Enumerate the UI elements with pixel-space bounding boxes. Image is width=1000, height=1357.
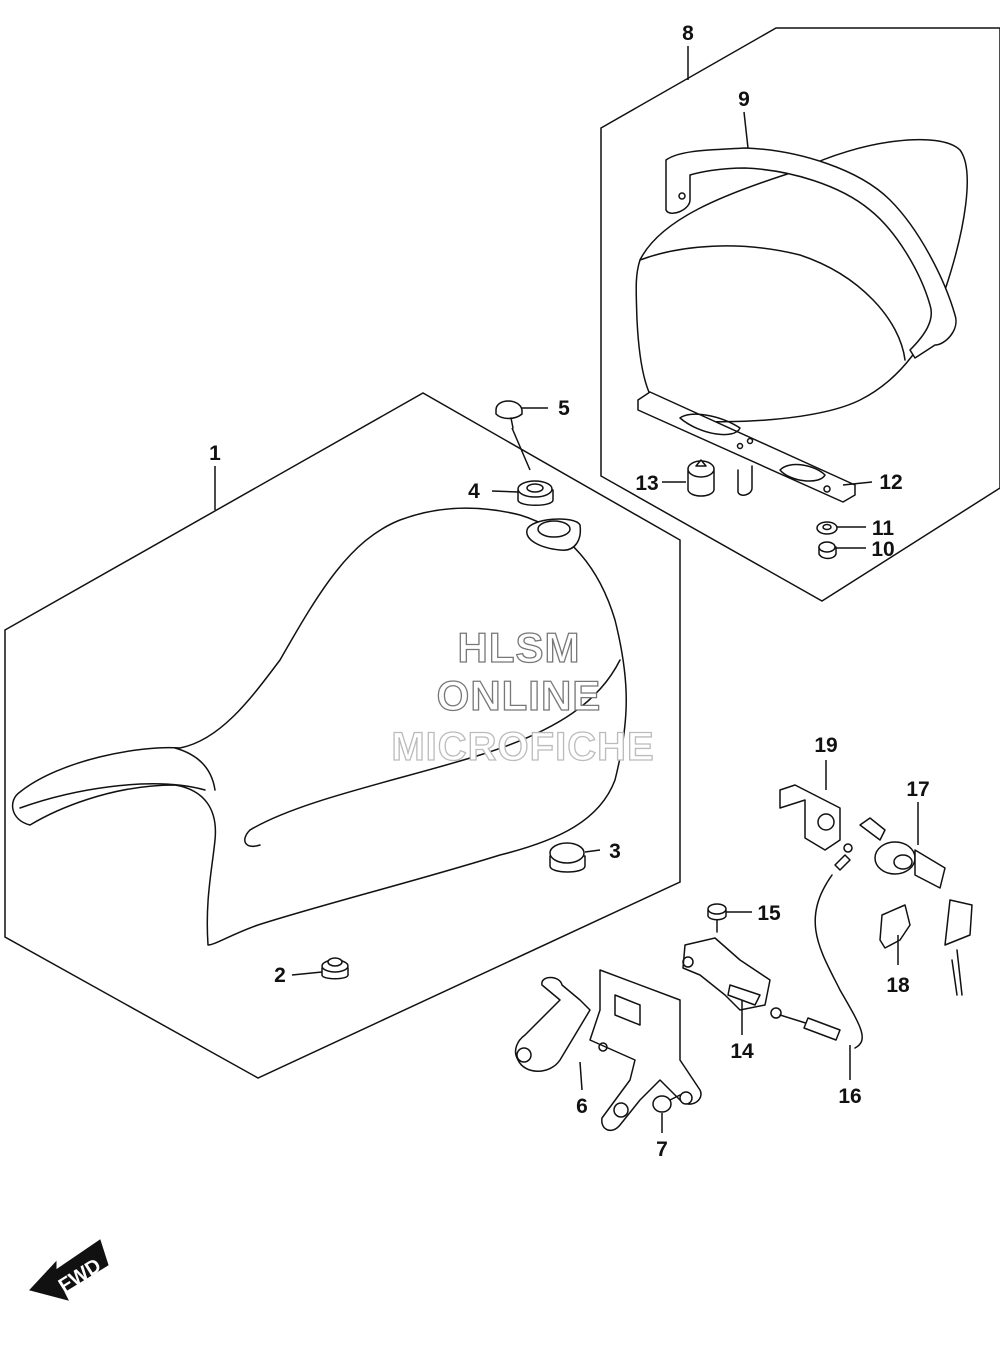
callout-16: 16 — [838, 1085, 861, 1108]
push-rivet-part-5[interactable] — [495, 400, 531, 471]
cushion-bush-part-2[interactable] — [321, 957, 349, 980]
callout-17: 17 — [906, 778, 929, 801]
callout-8: 8 — [682, 22, 694, 45]
seat-bracket-part-6[interactable] — [514, 969, 702, 1132]
watermark: HLSM ONLINE MICROFICHE — [391, 623, 655, 769]
callout-11: 11 — [872, 517, 895, 540]
nut-part-10[interactable] — [818, 541, 837, 560]
cushion-part-3[interactable] — [549, 842, 586, 873]
callout-9: 9 — [738, 88, 750, 111]
callout-1: 1 — [209, 442, 221, 465]
cushion-part-13[interactable] — [687, 459, 715, 497]
bolt-part-15[interactable] — [707, 903, 727, 933]
bolt-part-7[interactable] — [652, 1094, 681, 1113]
seat-lock-cable-part-16[interactable] — [770, 843, 863, 1049]
clip-part-18[interactable] — [879, 904, 911, 949]
leader-lines — [214, 46, 919, 1133]
seat-assembly-frame — [4, 392, 681, 1079]
seat-latch-part-14[interactable] — [682, 937, 771, 1011]
callout-12: 12 — [879, 471, 902, 494]
callout-19: 19 — [814, 734, 837, 757]
callout-numbers: 1 2 3 4 5 6 7 8 9 10 11 12 13 14 15 16 1… — [209, 22, 930, 1161]
callout-14: 14 — [730, 1040, 754, 1063]
callout-2: 2 — [274, 964, 286, 987]
lock-bracket-part-19[interactable] — [779, 784, 841, 851]
callout-15: 15 — [757, 902, 781, 925]
seat-lock-part-17[interactable] — [859, 817, 973, 996]
watermark-line-1: HLSM — [458, 624, 581, 671]
watermark-line-3: MICROFICHE — [391, 725, 654, 769]
callout-7: 7 — [656, 1138, 668, 1161]
callout-3: 3 — [609, 840, 621, 863]
callout-5: 5 — [558, 397, 570, 420]
callout-4: 4 — [468, 480, 480, 503]
main-seat-part[interactable] — [11, 507, 627, 946]
grommet-part-4[interactable] — [517, 480, 582, 551]
pillion-seat-frame — [600, 27, 1000, 602]
fwd-arrow-icon: FWD — [29, 1239, 109, 1301]
washer-part-11[interactable] — [816, 521, 838, 535]
callout-13: 13 — [635, 472, 658, 495]
callout-18: 18 — [886, 974, 910, 997]
callout-10: 10 — [871, 538, 894, 561]
callout-6: 6 — [576, 1095, 588, 1118]
watermark-line-2: ONLINE — [437, 672, 602, 719]
grab-strap-part-9[interactable] — [665, 147, 957, 359]
seat-plate-part-12[interactable] — [637, 391, 856, 503]
